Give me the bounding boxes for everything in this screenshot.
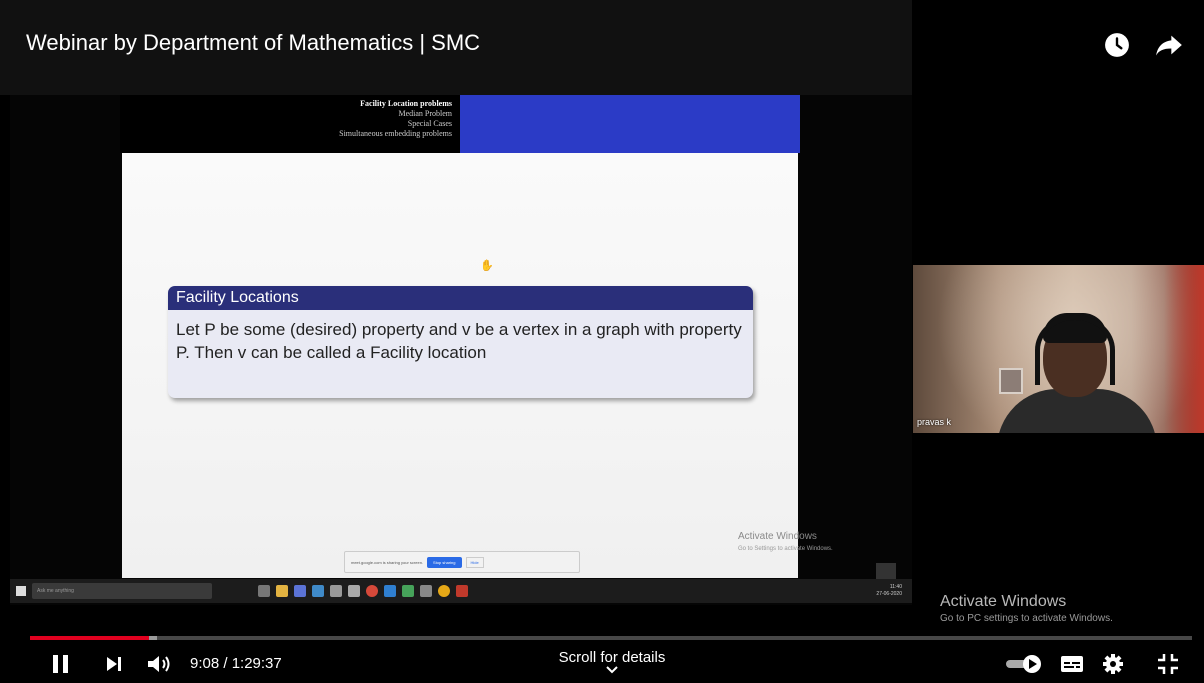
pause-button[interactable] — [50, 649, 72, 679]
taskbar-app-icon — [258, 585, 270, 597]
pause-icon — [53, 655, 68, 673]
clock-date: 27-06-2020 — [876, 591, 902, 597]
slide-header: Facility Location problems Median Proble… — [120, 95, 800, 153]
activate-subtitle: Go to PC settings to activate Windows. — [940, 613, 1113, 624]
gear-icon — [1103, 654, 1123, 674]
next-icon — [107, 657, 121, 671]
participant-video: pravas k — [913, 265, 1204, 433]
taskbar-app-icon — [276, 585, 288, 597]
autoplay-toggle[interactable] — [1004, 649, 1042, 679]
taskbar-clock: 11:40 27-06-2020 — [876, 584, 902, 598]
title-bar: Webinar by Department of Mathematics | S… — [0, 0, 912, 95]
volume-button[interactable] — [146, 649, 174, 679]
slide-nav-item: Facility Location problems — [360, 99, 452, 108]
taskbar-app-icon — [294, 585, 306, 597]
autoplay-toggle-icon — [1006, 655, 1041, 673]
top-actions — [1102, 30, 1184, 60]
captions-icon — [1061, 656, 1083, 672]
time-display: 9:08 / 1:29:37 — [190, 655, 282, 672]
captions-button[interactable] — [1060, 649, 1084, 679]
windows-start-icon — [16, 586, 26, 596]
share-icon — [1156, 35, 1182, 56]
headset — [1035, 315, 1115, 385]
exit-fullscreen-icon — [1158, 654, 1178, 674]
camera-red-light — [1164, 265, 1204, 433]
definition-block: Facility Locations Let P be some (desire… — [168, 286, 753, 398]
player-controls: 9:08 / 1:29:37 Scroll for details — [0, 645, 1204, 683]
video-title[interactable]: Webinar by Department of Mathematics | S… — [26, 30, 481, 55]
share-notice: meet.google.com is sharing your screen. — [351, 559, 424, 565]
taskbar-app-icon — [366, 585, 378, 597]
scroll-label: Scroll for details — [558, 649, 666, 666]
taskbar-app-icon — [384, 585, 396, 597]
settings-button[interactable] — [1102, 649, 1124, 679]
taskbar-app-icon — [312, 585, 324, 597]
activate-windows-overlay: Activate Windows Go to PC settings to ac… — [940, 593, 1113, 624]
expand-icon — [876, 563, 896, 583]
screen-share-bar: meet.google.com is sharing your screen. … — [344, 551, 580, 573]
slide-header-accent — [460, 95, 800, 153]
shared-screen: Facility Location problems Median Proble… — [10, 95, 912, 605]
taskbar-search: Ask me anything — [32, 583, 212, 599]
taskbar-app-icon — [348, 585, 360, 597]
activate-title: Activate Windows — [940, 593, 1067, 610]
slide-nav-item: Simultaneous embedding problems — [339, 129, 452, 138]
chevron-down-icon — [606, 666, 618, 674]
participant-name: pravas k — [917, 417, 952, 427]
taskbar-app-icon — [330, 585, 342, 597]
progress-bar[interactable] — [30, 636, 1192, 640]
taskbar-search-text: Ask me anything — [37, 588, 74, 594]
activate-subtitle: Go to Settings to activate Windows. — [738, 546, 833, 552]
taskbar-app-icon — [402, 585, 414, 597]
clock-time: 11:40 — [889, 584, 902, 590]
slide-nav-item: Special Cases — [407, 119, 452, 128]
exit-fullscreen-button[interactable] — [1156, 649, 1180, 679]
watch-later-button[interactable] — [1102, 30, 1132, 60]
stop-sharing-button[interactable]: Stop sharing — [427, 556, 462, 568]
volume-icon — [148, 656, 170, 672]
slide-navigation: Facility Location problems Median Proble… — [339, 99, 452, 139]
hide-button[interactable]: Hide — [465, 556, 484, 568]
activate-windows-watermark: Activate Windows Go to Settings to activ… — [738, 531, 833, 555]
windows-taskbar: Ask me anything 11:40 27-06-2020 — [10, 579, 912, 603]
played-fill — [30, 636, 149, 640]
slide-nav-item: Median Problem — [398, 109, 452, 118]
slide-body: ✋ Facility Locations Let P be some (desi… — [122, 153, 798, 578]
wall-picture — [999, 368, 1023, 394]
next-button[interactable] — [104, 649, 124, 679]
taskbar-app-icon — [456, 585, 468, 597]
block-title: Facility Locations — [168, 286, 753, 310]
scroll-for-details[interactable]: Scroll for details — [552, 649, 672, 674]
block-text: Let P be some (desired) property and v b… — [176, 320, 742, 362]
activate-title: Activate Windows — [738, 531, 817, 542]
taskbar-app-icon — [420, 585, 432, 597]
hand-cursor-icon: ✋ — [480, 260, 494, 272]
share-button[interactable] — [1154, 30, 1184, 60]
taskbar-app-icon — [438, 585, 450, 597]
clock-icon — [1105, 33, 1129, 57]
